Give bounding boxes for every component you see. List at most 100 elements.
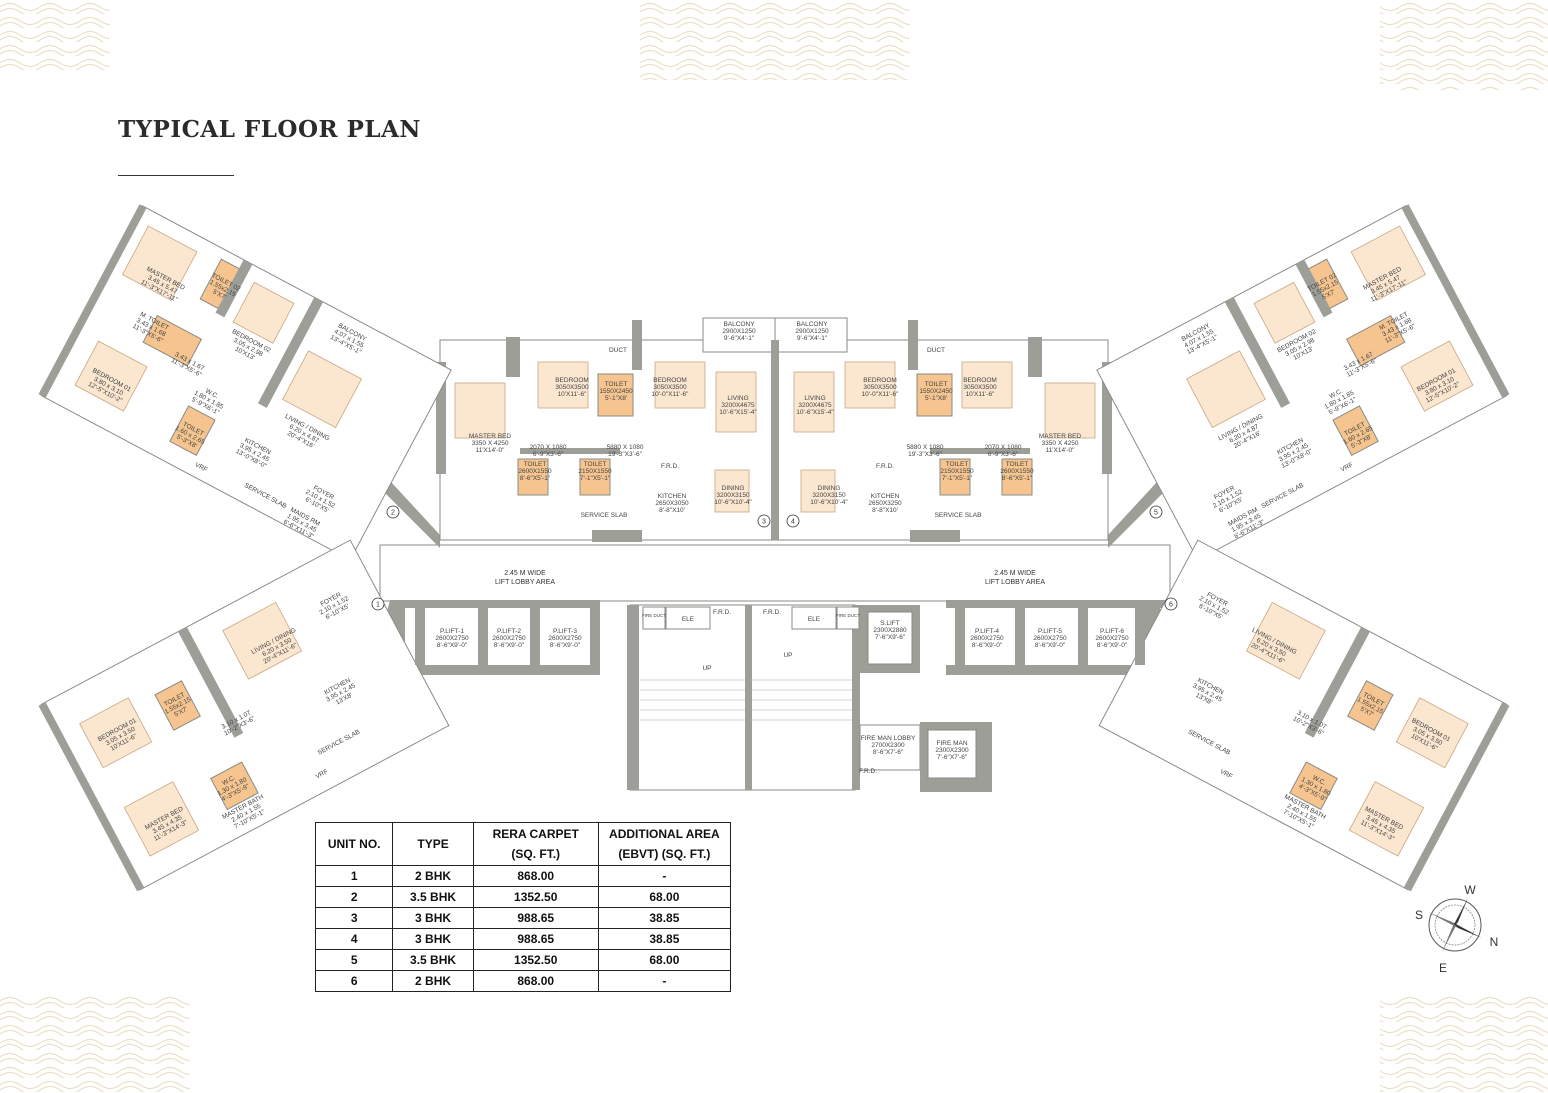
room-dimension-mm: 1550X2450: [919, 388, 953, 395]
unit-number: 4: [791, 519, 795, 526]
room-dimension-ft: 7'-1"X5'-1": [580, 475, 611, 482]
room-dimension-mm: 3200X3150: [812, 492, 846, 499]
room-name: DINING: [818, 485, 841, 492]
room-dimension-mm: 2150X1550: [940, 468, 974, 475]
room-name: P.LIFT-4: [975, 628, 999, 635]
room-name: BALCONY: [796, 321, 828, 328]
room-dimension-ft: 10'-0"X11'-6": [652, 391, 690, 398]
room-name: TOILET: [584, 461, 607, 468]
room-dimension-mm: 2650X3050: [655, 500, 689, 507]
room-label: DUCT: [927, 347, 945, 354]
additional-area-cell: 68.00: [597, 949, 732, 971]
electrical-room: ELE: [682, 616, 695, 623]
column-header-text: (EBVT) (SQ. FT.): [618, 847, 711, 861]
page-title: TYPICAL FLOOR PLAN: [118, 116, 421, 143]
room-dimension-ft: 19'-3"X3'-6": [908, 451, 943, 458]
room-dimension-ft: 6'-9"X3'-6": [533, 451, 564, 458]
room-dimension-mm: 2900X1250: [795, 328, 829, 335]
room-name: KITCHEN: [871, 493, 900, 500]
room-dimension-ft: 7'-1"X5'-1": [942, 475, 973, 482]
room-dimension-ft: 10'X11'-6": [558, 391, 588, 398]
unit-1-wing: [38, 539, 450, 892]
room-dimension-mm: 2300X2300: [935, 747, 969, 754]
room-dimension-ft: 10'-6"X10'-4": [810, 499, 848, 506]
room-dimension-mm: 5880 X 1080: [907, 444, 944, 451]
unit-number-marker: [786, 514, 800, 528]
lift-core: [415, 604, 1145, 792]
fire-duct: FIRE DUCT: [836, 613, 860, 618]
room-dimension-mm: 1550X2450: [599, 388, 633, 395]
room-dimension-mm: 3050X3500: [963, 384, 997, 391]
room-dimension-ft: 8'-6"X9'-0": [1097, 642, 1128, 649]
room-name: BALCONY: [723, 321, 755, 328]
room-dimension-ft: 8'-6"X5'-1": [1002, 475, 1033, 482]
rera-carpet-cell: 1352.50: [472, 886, 599, 908]
room-dimension-mm: 2600X2750: [435, 635, 469, 642]
room-name: BEDROOM: [653, 377, 687, 384]
room-name: TOILET: [524, 461, 547, 468]
room-dimension-ft: 10'-6"X15'-4": [719, 409, 757, 416]
room-label: SERVICE SLAB: [581, 512, 628, 519]
column-header-text: TYPE: [417, 837, 449, 851]
room-dimension-ft: 11'X14'-0": [1046, 447, 1076, 454]
compass-north: N: [1490, 935, 1499, 949]
additional-area-cell: -: [597, 970, 732, 992]
room-name: P.LIFT-6: [1100, 628, 1124, 635]
room-dimension-mm: 2600X2750: [970, 635, 1004, 642]
lift-lobby-label: LIFT LOBBY AREA: [985, 579, 1045, 586]
room-dimension-mm: 3350 X 4250: [1042, 440, 1079, 447]
room-dimension-mm: 3350 X 4250: [472, 440, 509, 447]
type-cell: 3 BHK: [392, 928, 474, 950]
unit-3-plan: [436, 317, 776, 542]
fire-duct: FIRE DUCT: [642, 613, 666, 618]
room-label: F.R.D.: [661, 463, 679, 470]
unit-4-plan: [771, 317, 1112, 542]
room-dimension-mm: 2700X2300: [871, 742, 905, 749]
additional-area-cell: 38.85: [597, 928, 732, 950]
unit-2-wing: [38, 204, 452, 561]
type-cell: 3.5 BHK: [392, 949, 474, 971]
room-dimension-mm: 2650X3250: [868, 500, 902, 507]
room-dimension-mm: 3050X3500: [555, 384, 589, 391]
rera-carpet-cell: 988.65: [472, 928, 599, 950]
room-dimension-ft: 8'-6"X5'-1": [520, 475, 551, 482]
additional-area-cell: 38.85: [597, 907, 732, 929]
lift-lobby-label: LIFT LOBBY AREA: [495, 579, 555, 586]
unit-number: 3: [762, 519, 766, 526]
room-dimension-ft: 19'-3"X3'-6": [608, 451, 643, 458]
unit-number: 1: [376, 602, 380, 609]
room-name: TOILET: [1006, 461, 1029, 468]
room-name: DINING: [722, 485, 745, 492]
room-dimension-ft: 5'-1"X8': [605, 395, 627, 402]
type-cell: 2 BHK: [392, 970, 474, 992]
room-dimension-ft: 6'-9"X3'-6": [988, 451, 1019, 458]
compass-rose: W S N E: [1415, 883, 1498, 975]
room-dimension-ft: 8'-6"X9'-0": [1035, 642, 1066, 649]
room-dimension-mm: 2600X2750: [548, 635, 582, 642]
room-dimension-ft: 8'-8"X10': [659, 507, 685, 514]
room-name: TOILET: [925, 381, 948, 388]
room-dimension-mm: 3200X4675: [798, 402, 832, 409]
